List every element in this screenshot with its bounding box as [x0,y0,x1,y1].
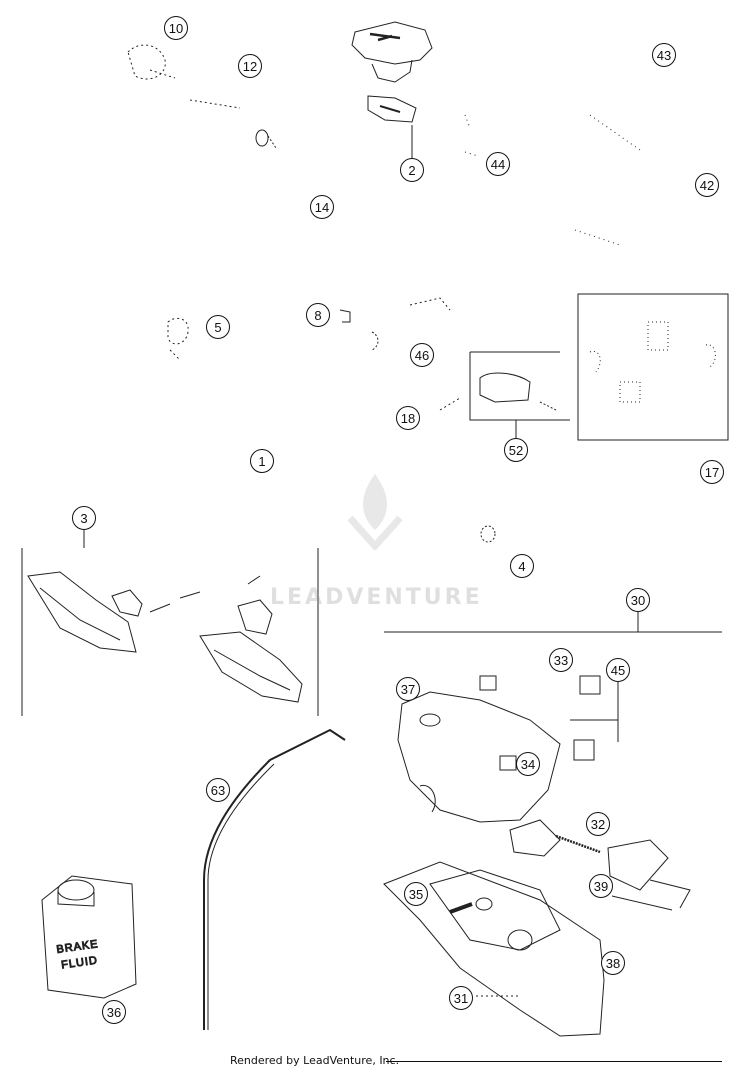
callout-17[interactable]: 17 [700,460,724,484]
callout-39[interactable]: 39 [589,874,613,898]
callout-33[interactable]: 33 [549,648,573,672]
handguard-right-part [199,631,303,703]
lever-pivot-part [611,879,691,911]
callout-10[interactable]: 10 [164,16,188,40]
callout-37[interactable]: 37 [396,677,420,701]
callout-38[interactable]: 38 [601,951,625,975]
callout-43[interactable]: 43 [652,43,676,67]
clamp-part [167,317,189,361]
callout-46[interactable]: 46 [410,343,434,367]
callout-12[interactable]: 12 [238,54,262,78]
callout-30[interactable]: 30 [626,588,650,612]
footer-rule [386,1061,722,1062]
nut-part [480,525,496,543]
callout-63[interactable]: 63 [206,778,230,802]
watermark-text: LEADVENTURE [270,585,483,610]
callout-32[interactable]: 32 [586,812,610,836]
mount-left-part [111,589,201,617]
line-fitting-part [464,114,641,246]
inset-17-frame [577,293,729,441]
bleeder-part [127,44,176,80]
brake-fluid-bottle-part [41,875,137,999]
piston-part [509,819,669,891]
callout-4[interactable]: 4 [510,554,534,578]
callout-5[interactable]: 5 [206,315,230,339]
master-cylinder-part [397,675,601,823]
mount-right-part [237,575,273,635]
callout-44[interactable]: 44 [486,152,510,176]
callout-18[interactable]: 18 [396,406,420,430]
spring-part [339,309,379,351]
callout-1[interactable]: 1 [250,449,274,473]
bottle-label-fluid: FLUID [61,955,99,972]
handguard-left-part [27,571,137,653]
lever-part [409,297,461,411]
assembly-45-leader [570,682,619,742]
banjo-part [255,129,277,149]
callout-2[interactable]: 2 [400,158,424,182]
callout-42[interactable]: 42 [695,173,719,197]
cylinder-body-38 [383,861,605,1037]
diaphragm-part [367,95,417,123]
reservoir-cover-part [351,21,433,83]
callout-3[interactable]: 3 [72,506,96,530]
callout-45[interactable]: 45 [606,658,630,682]
callout-34[interactable]: 34 [516,752,540,776]
render-credit: Rendered by LeadVenture, Inc. [230,1054,400,1067]
callout-8[interactable]: 8 [306,303,330,327]
callout-31[interactable]: 31 [449,986,473,1010]
callout-36[interactable]: 36 [102,1000,126,1024]
assembly-30-bracket [384,612,722,633]
callout-52[interactable]: 52 [504,438,528,462]
bottle-label-brake: BRAKE [56,938,100,956]
watermark-logo [347,474,403,550]
callout-14[interactable]: 14 [310,195,334,219]
handguard-frame [21,528,319,716]
inset-52-frame [469,351,570,440]
brake-hose-part [203,728,346,1030]
screw-part [189,99,241,109]
callout-35[interactable]: 35 [404,882,428,906]
